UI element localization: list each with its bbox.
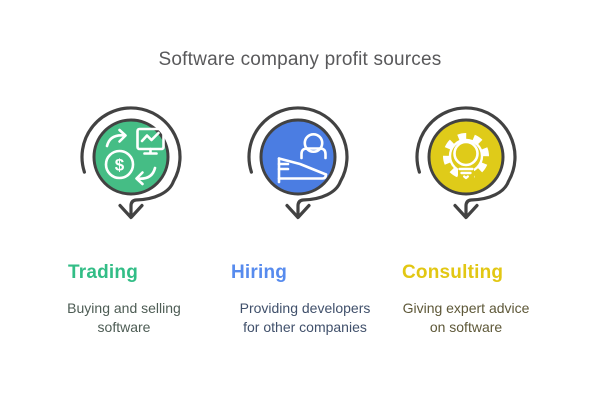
trading-description: Buying and selling software bbox=[44, 299, 204, 337]
description-line: on software bbox=[429, 319, 503, 335]
description-line: Providing developers bbox=[239, 300, 371, 316]
person-at-desk-icon bbox=[277, 132, 328, 184]
consulting-heading: Consulting bbox=[402, 262, 504, 283]
down-arrow-icon bbox=[118, 203, 144, 220]
trading-heading: Trading bbox=[68, 262, 139, 283]
consulting-graphic bbox=[415, 106, 517, 220]
description-line: software bbox=[97, 319, 151, 335]
hiring-circle bbox=[259, 118, 337, 196]
hiring-heading: Hiring bbox=[231, 262, 288, 283]
down-arrow-icon bbox=[285, 203, 311, 220]
description-line: Giving expert advice bbox=[402, 300, 530, 316]
description-line: for other companies bbox=[243, 319, 367, 335]
page-title: Software company profit sources bbox=[158, 49, 442, 70]
consulting-description: Giving expert advice on software bbox=[386, 299, 546, 337]
down-arrow-icon bbox=[453, 203, 479, 220]
circle-arrow-ring bbox=[247, 106, 349, 220]
coin-icon bbox=[104, 149, 135, 180]
bulb-icon bbox=[453, 140, 479, 167]
dollar-sign: $ bbox=[115, 156, 125, 175]
trading-exchange-icon: $ bbox=[104, 127, 165, 186]
description-line: Buying and selling bbox=[67, 300, 181, 316]
circle-arrow-ring bbox=[415, 106, 517, 220]
hiring-graphic bbox=[247, 106, 349, 220]
person-shoulders bbox=[300, 147, 327, 160]
circle-arrow-ring bbox=[80, 106, 182, 220]
person-head bbox=[303, 132, 324, 153]
curved-arrow-right-icon bbox=[105, 134, 126, 148]
desk-top bbox=[277, 157, 328, 176]
monitor-stand bbox=[143, 147, 158, 155]
desk-rungs bbox=[277, 162, 290, 171]
trading-graphic: $ bbox=[80, 106, 182, 220]
curved-arrow-left-icon bbox=[136, 166, 157, 180]
bulb-base bbox=[458, 167, 474, 180]
desk-bottom bbox=[277, 173, 328, 180]
hiring-description: Providing developers for other companies bbox=[225, 299, 385, 337]
chart-line-icon bbox=[140, 131, 160, 143]
consulting-circle bbox=[427, 118, 505, 196]
